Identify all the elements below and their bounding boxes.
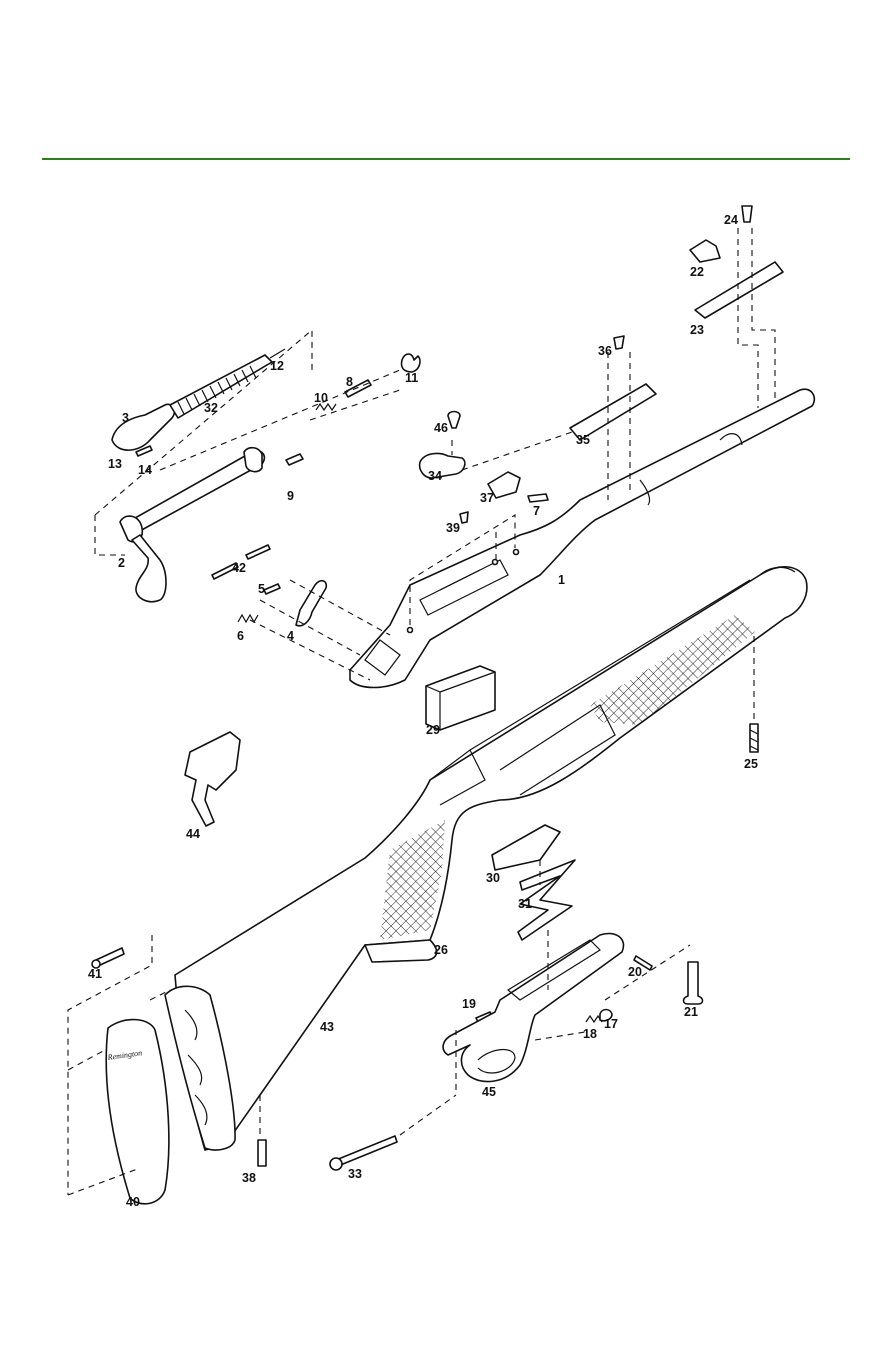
label-12: 12 bbox=[270, 359, 284, 373]
label-46: 46 bbox=[434, 421, 448, 435]
label-45: 45 bbox=[482, 1085, 496, 1099]
label-40: 40 bbox=[126, 1195, 140, 1209]
label-18: 18 bbox=[583, 1027, 597, 1041]
label-35: 35 bbox=[576, 433, 590, 447]
label-34: 34 bbox=[428, 469, 442, 483]
label-23: 23 bbox=[690, 323, 704, 337]
label-24: 24 bbox=[724, 213, 738, 227]
label-25: 25 bbox=[744, 757, 758, 771]
label-4: 4 bbox=[287, 629, 294, 643]
label-36: 36 bbox=[598, 344, 612, 358]
label-8: 8 bbox=[346, 375, 353, 389]
recoil-pad-40: Remington bbox=[106, 1020, 169, 1204]
label-19: 19 bbox=[462, 997, 476, 1011]
label-11: 11 bbox=[405, 371, 418, 385]
label-39: 39 bbox=[446, 521, 460, 535]
label-32: 32 bbox=[204, 401, 218, 415]
label-1: 1 bbox=[558, 573, 565, 587]
label-20: 20 bbox=[628, 965, 642, 979]
label-41: 41 bbox=[88, 967, 102, 981]
label-42: 42 bbox=[232, 561, 246, 575]
label-17: 17 bbox=[604, 1017, 618, 1031]
label-43: 43 bbox=[320, 1020, 334, 1034]
alignment-lines bbox=[68, 228, 775, 1195]
label-26: 26 bbox=[434, 943, 448, 957]
firing-pin-assembly bbox=[112, 349, 285, 450]
label-44: 44 bbox=[186, 827, 200, 841]
label-33: 33 bbox=[348, 1167, 362, 1181]
label-14: 14 bbox=[138, 463, 152, 477]
label-13: 13 bbox=[108, 457, 122, 471]
label-30: 30 bbox=[486, 871, 500, 885]
label-22: 22 bbox=[690, 265, 704, 279]
label-10: 10 bbox=[314, 391, 328, 405]
label-21: 21 bbox=[684, 1005, 698, 1019]
label-31: 31 bbox=[518, 897, 532, 911]
label-6: 6 bbox=[237, 629, 244, 643]
label-5: 5 bbox=[258, 582, 265, 596]
label-37: 37 bbox=[480, 491, 494, 505]
label-3: 3 bbox=[122, 411, 129, 425]
label-7: 7 bbox=[533, 504, 540, 518]
label-2: 2 bbox=[118, 556, 125, 570]
label-9: 9 bbox=[287, 489, 294, 503]
label-38: 38 bbox=[242, 1171, 256, 1185]
label-29: 29 bbox=[426, 723, 440, 737]
